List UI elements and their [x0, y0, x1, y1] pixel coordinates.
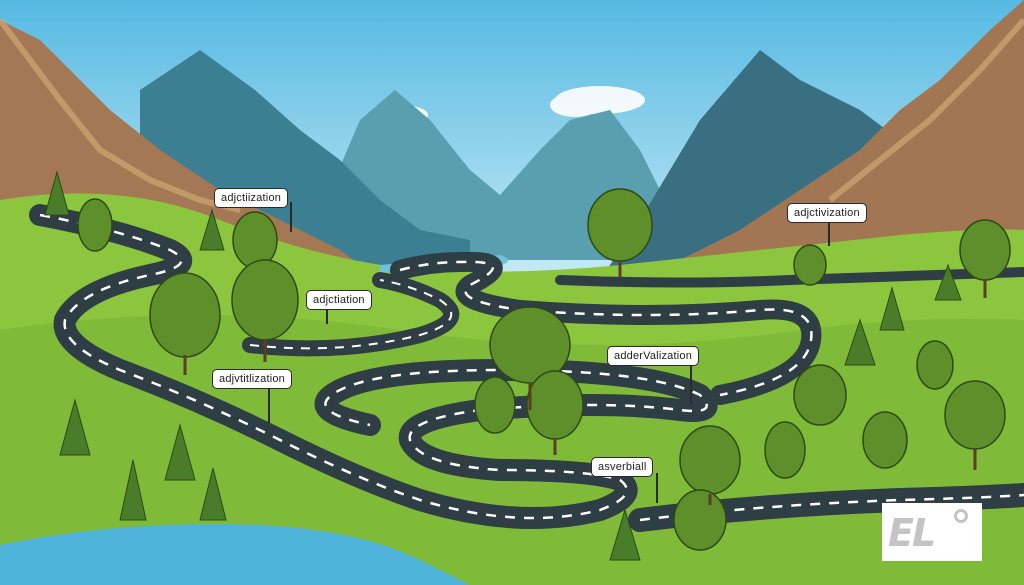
distant-mountains	[330, 90, 660, 260]
signpost-pole-left	[268, 383, 270, 423]
signpost-label-center: adderValization	[607, 346, 700, 366]
signpost-pole-center	[690, 362, 692, 404]
trees	[44, 170, 1011, 561]
signpost-label-center-left: adjctiation	[306, 290, 372, 310]
signpost-pole-top-left	[290, 202, 292, 232]
signpost-pole-top-right	[828, 216, 830, 246]
signpost-pole-bottom	[656, 473, 658, 503]
river	[0, 524, 470, 585]
signpost-label-left: adjvtitlization	[212, 369, 292, 389]
signpost-label-top-right: adjctivization	[787, 203, 867, 223]
right-brown-mountain	[660, 0, 1024, 280]
watermark-logo: EL	[882, 503, 982, 561]
signpost-pole-center-left	[326, 304, 328, 324]
signpost-label-bottom: asverbiall	[591, 457, 654, 477]
signpost-label-top-left: adjctiization	[214, 188, 289, 208]
logo-text: EL	[888, 511, 936, 555]
logo-dot-icon	[954, 509, 968, 523]
